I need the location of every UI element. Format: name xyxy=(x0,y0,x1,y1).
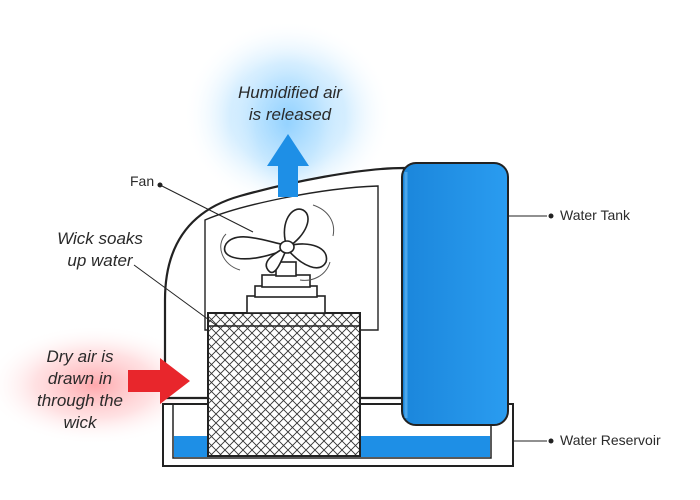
wick-leader xyxy=(133,264,221,329)
humidified-air-line-1: Humidified air xyxy=(238,83,342,102)
humidified-air-label: Humidified air is released xyxy=(210,82,370,126)
dry-air-glow xyxy=(0,325,205,445)
fan-leader-dot xyxy=(157,182,163,188)
wick-line-1: Wick soaks xyxy=(57,229,143,248)
fan-motor-base xyxy=(246,295,326,314)
water-tank xyxy=(401,162,509,426)
humidified-air-line-2: is released xyxy=(248,105,332,124)
wick-mesh xyxy=(207,312,361,457)
dry-air-line-3: through the xyxy=(36,391,123,410)
right-arrow-icon xyxy=(128,358,190,404)
water-reservoir-label: Water Reservoir xyxy=(560,432,661,448)
wick-label: Wick soaks up water xyxy=(40,228,160,272)
up-arrow-icon xyxy=(267,134,309,197)
fan-icon xyxy=(223,208,328,274)
wick-line-2: up water xyxy=(67,251,133,270)
dry-air-line-2: drawn in xyxy=(47,369,113,388)
dry-air-line-1: Dry air is xyxy=(46,347,114,366)
dry-air-label: Dry air is drawn in through the wick xyxy=(20,346,140,434)
water-reservoir-leader-dot xyxy=(548,438,554,444)
water-tank-label: Water Tank xyxy=(560,207,631,223)
fan-leader xyxy=(159,184,254,233)
fan-label: Fan xyxy=(130,173,155,189)
fan-motion-lines xyxy=(220,204,335,281)
dry-air-line-4: wick xyxy=(63,413,97,432)
water-tank-leader-dot xyxy=(548,213,554,219)
